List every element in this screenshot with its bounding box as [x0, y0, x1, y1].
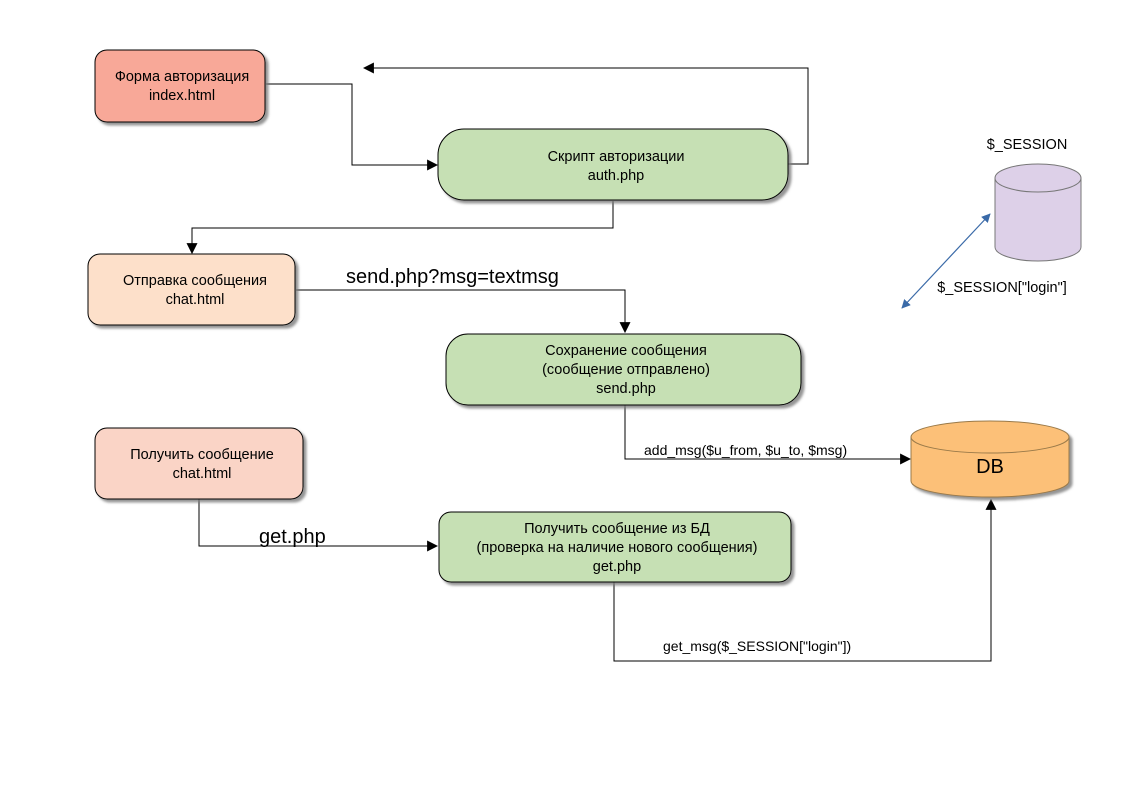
node-save-script-box: [445, 333, 802, 406]
node-get-form-line1: Получить сообщение: [130, 447, 274, 463]
edge-session-link: [901, 213, 991, 309]
node-get-form: Получить сообщение chat.html: [94, 427, 304, 500]
edge-label-add-msg: add_msg($u_from, $u_to, $msg): [644, 442, 847, 458]
db-cylinder-top: [910, 420, 1070, 454]
edge-chat-to-get: [198, 499, 439, 552]
node-send-form-line1: Отправка сообщения: [123, 273, 267, 289]
node-auth-script: Скрипт авторизации auth.php: [437, 128, 789, 201]
node-save-script: Сохранение сообщения (сообщение отправле…: [445, 333, 802, 406]
session-store: $_SESSION $_SESSION["login"]: [937, 137, 1082, 296]
node-get-script: Получить сообщение из БД (проверка на на…: [438, 511, 792, 583]
edge-auth-to-chat: [186, 201, 614, 255]
node-save-script-line3: send.php: [596, 381, 656, 397]
db-label: DB: [976, 456, 1004, 478]
database: [910, 420, 1070, 498]
node-auth-form-box: [94, 49, 266, 123]
node-auth-script-line2: auth.php: [588, 168, 644, 184]
node-auth-form-line1: Форма авторизация: [115, 69, 249, 85]
node-send-form: Отправка сообщения chat.html: [87, 253, 296, 326]
edge-label-get-msg: get_msg($_SESSION["login"]): [663, 638, 851, 654]
node-get-script-line3: get.php: [593, 559, 641, 575]
edge-send-to-db: [624, 405, 912, 465]
node-get-form-line2: chat.html: [173, 466, 232, 482]
node-save-script-line2: (сообщение отправлено): [542, 362, 710, 378]
session-title: $_SESSION: [987, 137, 1068, 153]
node-get-script-line1: Получить сообщение из БД: [524, 521, 710, 537]
edge-auth-loop: [362, 62, 809, 165]
session-cylinder-body: [994, 177, 1082, 262]
edge-form-to-auth: [266, 83, 439, 171]
node-save-script-line1: Сохранение сообщения: [545, 343, 707, 359]
node-get-form-box: [94, 427, 304, 500]
node-send-form-line2: chat.html: [166, 292, 225, 308]
node-auth-script-line1: Скрипт авторизации: [548, 149, 685, 165]
edge-chat-to-send: [296, 289, 631, 334]
db-cylinder-body: [910, 436, 1070, 498]
node-auth-form-line2: index.html: [149, 88, 215, 104]
node-auth-form: Форма авторизация index.html: [94, 49, 266, 123]
node-send-form-box: [87, 253, 296, 326]
session-cylinder-top: [994, 163, 1082, 193]
edge-get-to-db: [613, 498, 997, 662]
edge-label-send-request: send.php?msg=textmsg: [346, 266, 559, 288]
session-key-label: $_SESSION["login"]: [937, 280, 1067, 296]
node-auth-script-box: [437, 128, 789, 201]
node-get-script-box: [438, 511, 792, 583]
node-get-script-line2: (проверка на наличие нового сообщения): [477, 540, 758, 556]
edge-label-get-request: get.php: [259, 526, 326, 548]
